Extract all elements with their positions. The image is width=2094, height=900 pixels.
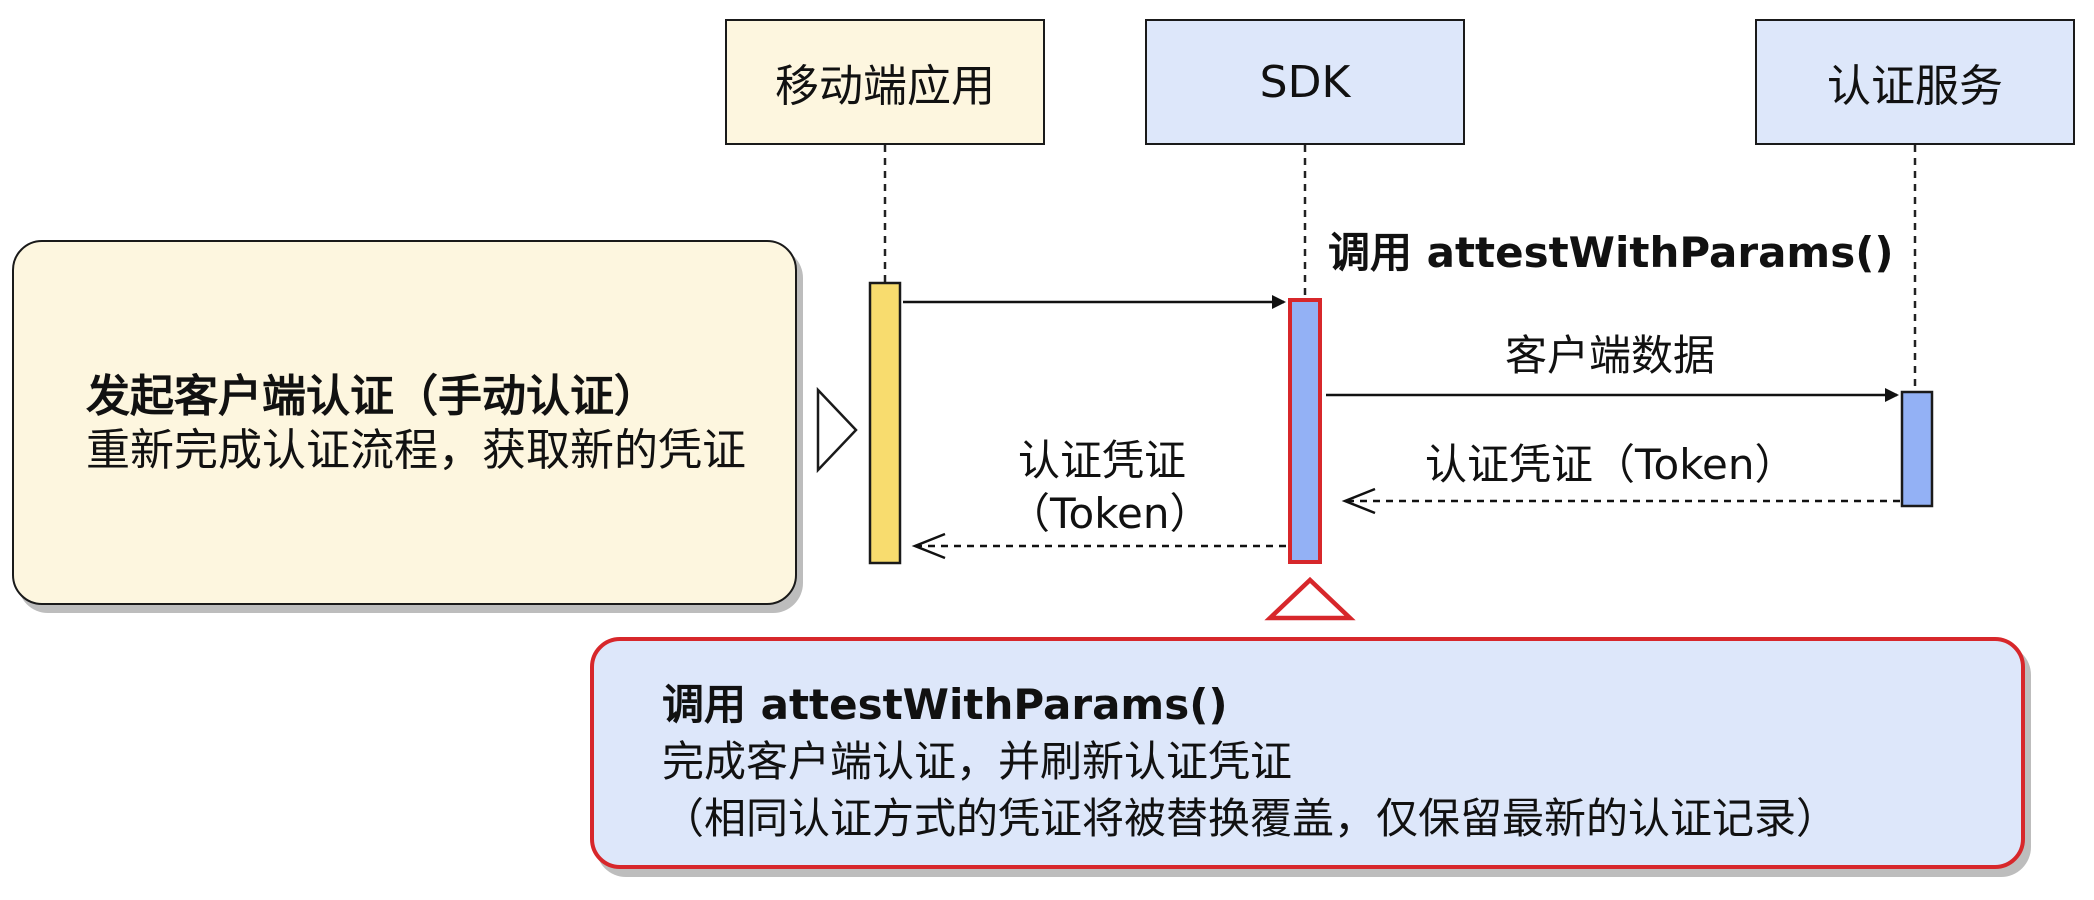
- participant-mobile-app-label: 移动端应用: [775, 61, 995, 112]
- note-left-body: 重新完成认证流程，获取新的凭证: [86, 425, 746, 476]
- note-bottom-title: 调用 attestWithParams(): [662, 680, 1228, 729]
- participant-mobile-app: 移动端应用: [725, 19, 1045, 145]
- note-pointer-left: [816, 386, 858, 474]
- participant-sdk: SDK: [1145, 19, 1465, 145]
- participant-sdk-label: SDK: [1259, 56, 1351, 108]
- activation-mobile-app: [868, 281, 902, 565]
- activation-auth-service: [1900, 390, 1934, 508]
- note-bottom-line3: （相同认证方式的凭证将被替换覆盖，仅保留最新的认证记录）: [662, 794, 1839, 843]
- arrowhead-token-return-app: [911, 532, 946, 560]
- note-bottom-line2: 完成客户端认证，并刷新认证凭证: [662, 737, 1293, 786]
- participant-auth-service-label: 认证服务: [1827, 61, 2003, 112]
- note-pointer-bottom: [1264, 576, 1356, 621]
- message-token-return-sdk-label: 认证凭证（Token）: [1425, 440, 1797, 489]
- activation-sdk: [1288, 298, 1322, 564]
- message-token-return-app-label-line1: 认证凭证: [1018, 436, 1187, 485]
- message-call-label: 调用 attestWithParams(): [1328, 228, 1894, 277]
- arrowhead-token-return-sdk: [1341, 487, 1376, 515]
- note-left-title: 发起客户端认证（手动认证）: [86, 371, 658, 422]
- note-attest-with-params: 调用 attestWithParams() 完成客户端认证，并刷新认证凭证 （相…: [590, 637, 2025, 869]
- message-client-data-label: 客户端数据: [1505, 331, 1716, 380]
- note-manual-attestation: 发起客户端认证（手动认证） 重新完成认证流程，获取新的凭证: [12, 240, 797, 605]
- message-token-return-app-label-line2: （Token）: [1008, 489, 1212, 538]
- participant-auth-service: 认证服务: [1755, 19, 2075, 145]
